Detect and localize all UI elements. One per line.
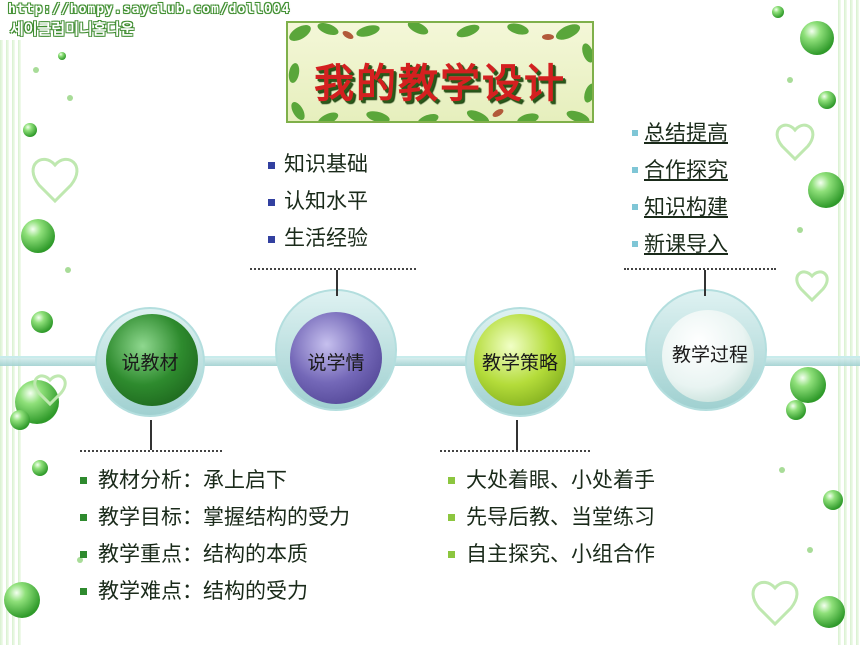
node-disc-4[interactable] bbox=[645, 289, 767, 411]
bullet-icon bbox=[448, 477, 455, 484]
list-jiaocai: 教材分析：承上启下 教学目标：掌握结构的受力 教学重点：结构的本质 教学难点：结… bbox=[80, 462, 350, 610]
node-label-celue[interactable]: 教学策略 bbox=[481, 352, 558, 374]
connector-guocheng bbox=[704, 270, 706, 296]
list-guocheng: 总结提高 合作探究 知识构建 新课导入 bbox=[632, 115, 728, 263]
bullet-icon bbox=[80, 477, 87, 484]
list-item: 自主探究、小组合作 bbox=[448, 536, 655, 573]
bullet-icon bbox=[268, 199, 275, 206]
list-item: 认知水平 bbox=[268, 183, 368, 220]
node-disc-2[interactable] bbox=[275, 289, 397, 411]
divider-celue bbox=[440, 450, 590, 452]
connector-celue bbox=[516, 420, 518, 450]
bullet-icon bbox=[80, 514, 87, 521]
bullet-icon bbox=[632, 241, 638, 247]
site-name-watermark: 세이클럽미니홈다운 bbox=[10, 20, 135, 38]
list-item[interactable]: 合作探究 bbox=[632, 152, 728, 189]
list-item: 教学难点：结构的受力 bbox=[80, 573, 350, 610]
list-item: 教学目标：掌握结构的受力 bbox=[80, 499, 350, 536]
bullet-icon bbox=[80, 588, 87, 595]
list-item: 教学重点：结构的本质 bbox=[80, 536, 350, 573]
bullet-icon bbox=[80, 551, 87, 558]
connector-xueqing bbox=[336, 270, 338, 296]
list-item[interactable]: 总结提高 bbox=[632, 115, 728, 152]
list-celue: 大处着眼、小处着手 先导后教、当堂练习 自主探究、小组合作 bbox=[448, 462, 655, 573]
title-banner: 我的教学设计 bbox=[286, 21, 594, 123]
page-title: 我的教学设计 bbox=[314, 61, 566, 107]
list-item: 知识基础 bbox=[268, 146, 368, 183]
bullet-icon bbox=[448, 514, 455, 521]
list-xueqing: 知识基础 认知水平 生活经验 bbox=[268, 146, 368, 257]
leaf-border-decoration bbox=[288, 23, 592, 121]
list-item[interactable]: 知识构建 bbox=[632, 189, 728, 226]
node-label-jiaocai[interactable]: 说教材 bbox=[121, 352, 179, 374]
list-item[interactable]: 新课导入 bbox=[632, 226, 728, 263]
node-label-guocheng[interactable]: 教学过程 bbox=[671, 344, 748, 366]
bullet-icon bbox=[632, 167, 638, 173]
node-label-xueqing[interactable]: 说学情 bbox=[307, 352, 365, 374]
bullet-icon bbox=[632, 130, 638, 136]
site-url-watermark: http://hompy.sayclub.com/doll004 bbox=[8, 2, 291, 17]
divider-jiaocai bbox=[80, 450, 222, 452]
bullet-icon bbox=[632, 204, 638, 210]
bullet-icon bbox=[268, 236, 275, 243]
divider-xueqing bbox=[250, 268, 416, 270]
list-item: 生活经验 bbox=[268, 220, 368, 257]
node-disc-3[interactable] bbox=[465, 307, 575, 417]
bullet-icon bbox=[448, 551, 455, 558]
list-item: 教材分析：承上启下 bbox=[80, 462, 350, 499]
connector-jiaocai bbox=[150, 420, 152, 450]
list-item: 先导后教、当堂练习 bbox=[448, 499, 655, 536]
node-disc-1[interactable] bbox=[95, 307, 205, 417]
list-item: 大处着眼、小处着手 bbox=[448, 462, 655, 499]
bullet-icon bbox=[268, 162, 275, 169]
divider-guocheng bbox=[624, 268, 776, 270]
